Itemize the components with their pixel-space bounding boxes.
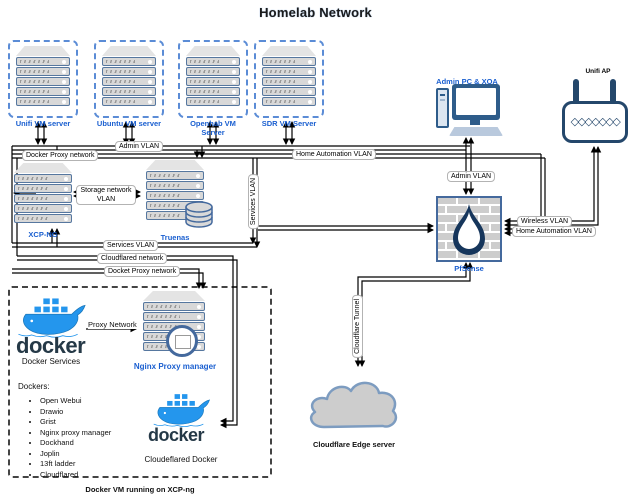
- vm-server-sdr-label: SDR VM Server: [261, 119, 317, 128]
- antenna-icon: [610, 79, 616, 103]
- docker-list-item: Nginx proxy manager: [40, 428, 111, 437]
- vm-server-openhab: [178, 40, 248, 118]
- cloud-icon: [309, 381, 398, 429]
- truenas-label: Truenas: [160, 233, 190, 242]
- dockers-heading: Dockers:: [18, 382, 50, 391]
- diagram-title: Homelab Network: [259, 5, 372, 20]
- docker-logo-icon: [18, 297, 86, 338]
- docker-wordmark: docker: [148, 425, 205, 445]
- docker-wordmark: docker: [16, 333, 86, 358]
- magnifier-icon: [166, 325, 198, 357]
- dockers-list: Open WebuiDrawioGristNginx proxy manager…: [26, 396, 111, 480]
- edge-label-home-automation-vlan: Home Automation VLAN: [292, 149, 376, 160]
- server-icon: [102, 46, 156, 107]
- edge-label-storage-network-vlan: Storage network VLAN: [76, 185, 136, 205]
- edge-label-services-vlan-vertical: Services VLAN: [248, 174, 259, 230]
- antenna-icon: [573, 79, 579, 103]
- vm-server-openhab-label: Openhab VM Server: [190, 119, 236, 137]
- xcpng-server-icon: [14, 163, 72, 224]
- vm-server-ubuntu: [94, 40, 164, 118]
- docker-box-footer: Docker VM running on XCP-ng: [85, 485, 195, 494]
- edge-label-admin-vlan-firewall: Admin VLAN: [447, 171, 496, 182]
- access-point-icon: ◇◇◇◇◇◇◇: [562, 101, 628, 143]
- admin-pc-label: Admin PC & XOA: [436, 77, 498, 86]
- vm-server-ubuntu-label: Ubuntu VM server: [96, 119, 162, 128]
- docker-list-item: Drawio: [40, 407, 111, 416]
- monitor-stand: [470, 120, 480, 125]
- edge-label-cloudflare-tunnel: Cloudflare Tunnel: [352, 295, 363, 358]
- firewall-icon: [436, 196, 502, 262]
- vm-server-unifi-label: Unifi VM server: [15, 119, 71, 128]
- docker-list-item: 13ft ladder: [40, 459, 111, 468]
- pc-tower-icon: [436, 88, 449, 128]
- server-icon: [262, 46, 316, 107]
- xcpng-label: XCP-NG: [28, 230, 58, 239]
- cloudflared-docker-logo-icon: [153, 393, 210, 427]
- truenas-server-icon: [146, 160, 204, 221]
- ap-led-glyphs: ◇◇◇◇◇◇◇: [570, 116, 621, 128]
- unifi-ap-label: Unifi AP: [585, 68, 611, 75]
- edge-label-docket-proxy-network: Docket Proxy network: [104, 266, 181, 277]
- docker-services-caption: Docker Services: [21, 357, 81, 366]
- edge-label-cloudflared-network: Cloudflared network: [97, 253, 168, 264]
- cloudflared-docker-caption: Cloudeflared Docker: [144, 455, 218, 464]
- docker-list-item: Grist: [40, 417, 111, 426]
- edge-label-services-vlan: Services VLAN: [103, 240, 159, 251]
- vm-server-unifi: [8, 40, 78, 118]
- proxy-network-label: Proxy Network: [88, 320, 137, 329]
- server-icon: [186, 46, 240, 107]
- edge-label-home-automation-vlan-firewall: Home Automation VLAN: [512, 226, 596, 237]
- docker-list-item: Dockhand: [40, 438, 111, 447]
- vm-server-sdr: [254, 40, 324, 118]
- monitor-icon: [452, 84, 500, 120]
- database-icon: [185, 201, 213, 228]
- npm-label: Nginx Proxy manager: [133, 362, 217, 371]
- docker-list-item: Open Webui: [40, 396, 111, 405]
- docker-list-item: Joplin: [40, 449, 111, 458]
- edge-label-admin-vlan: Admin VLAN: [115, 141, 164, 152]
- pfsense-label: PfSense: [454, 264, 484, 273]
- keyboard-icon: [449, 127, 503, 136]
- cloud-label: Cloudflare Edge server: [312, 440, 396, 449]
- docker-list-item: Cloudflared: [40, 470, 111, 479]
- edge-label-docker-proxy-network: Docker Proxy network: [22, 150, 99, 161]
- server-icon: [16, 46, 70, 107]
